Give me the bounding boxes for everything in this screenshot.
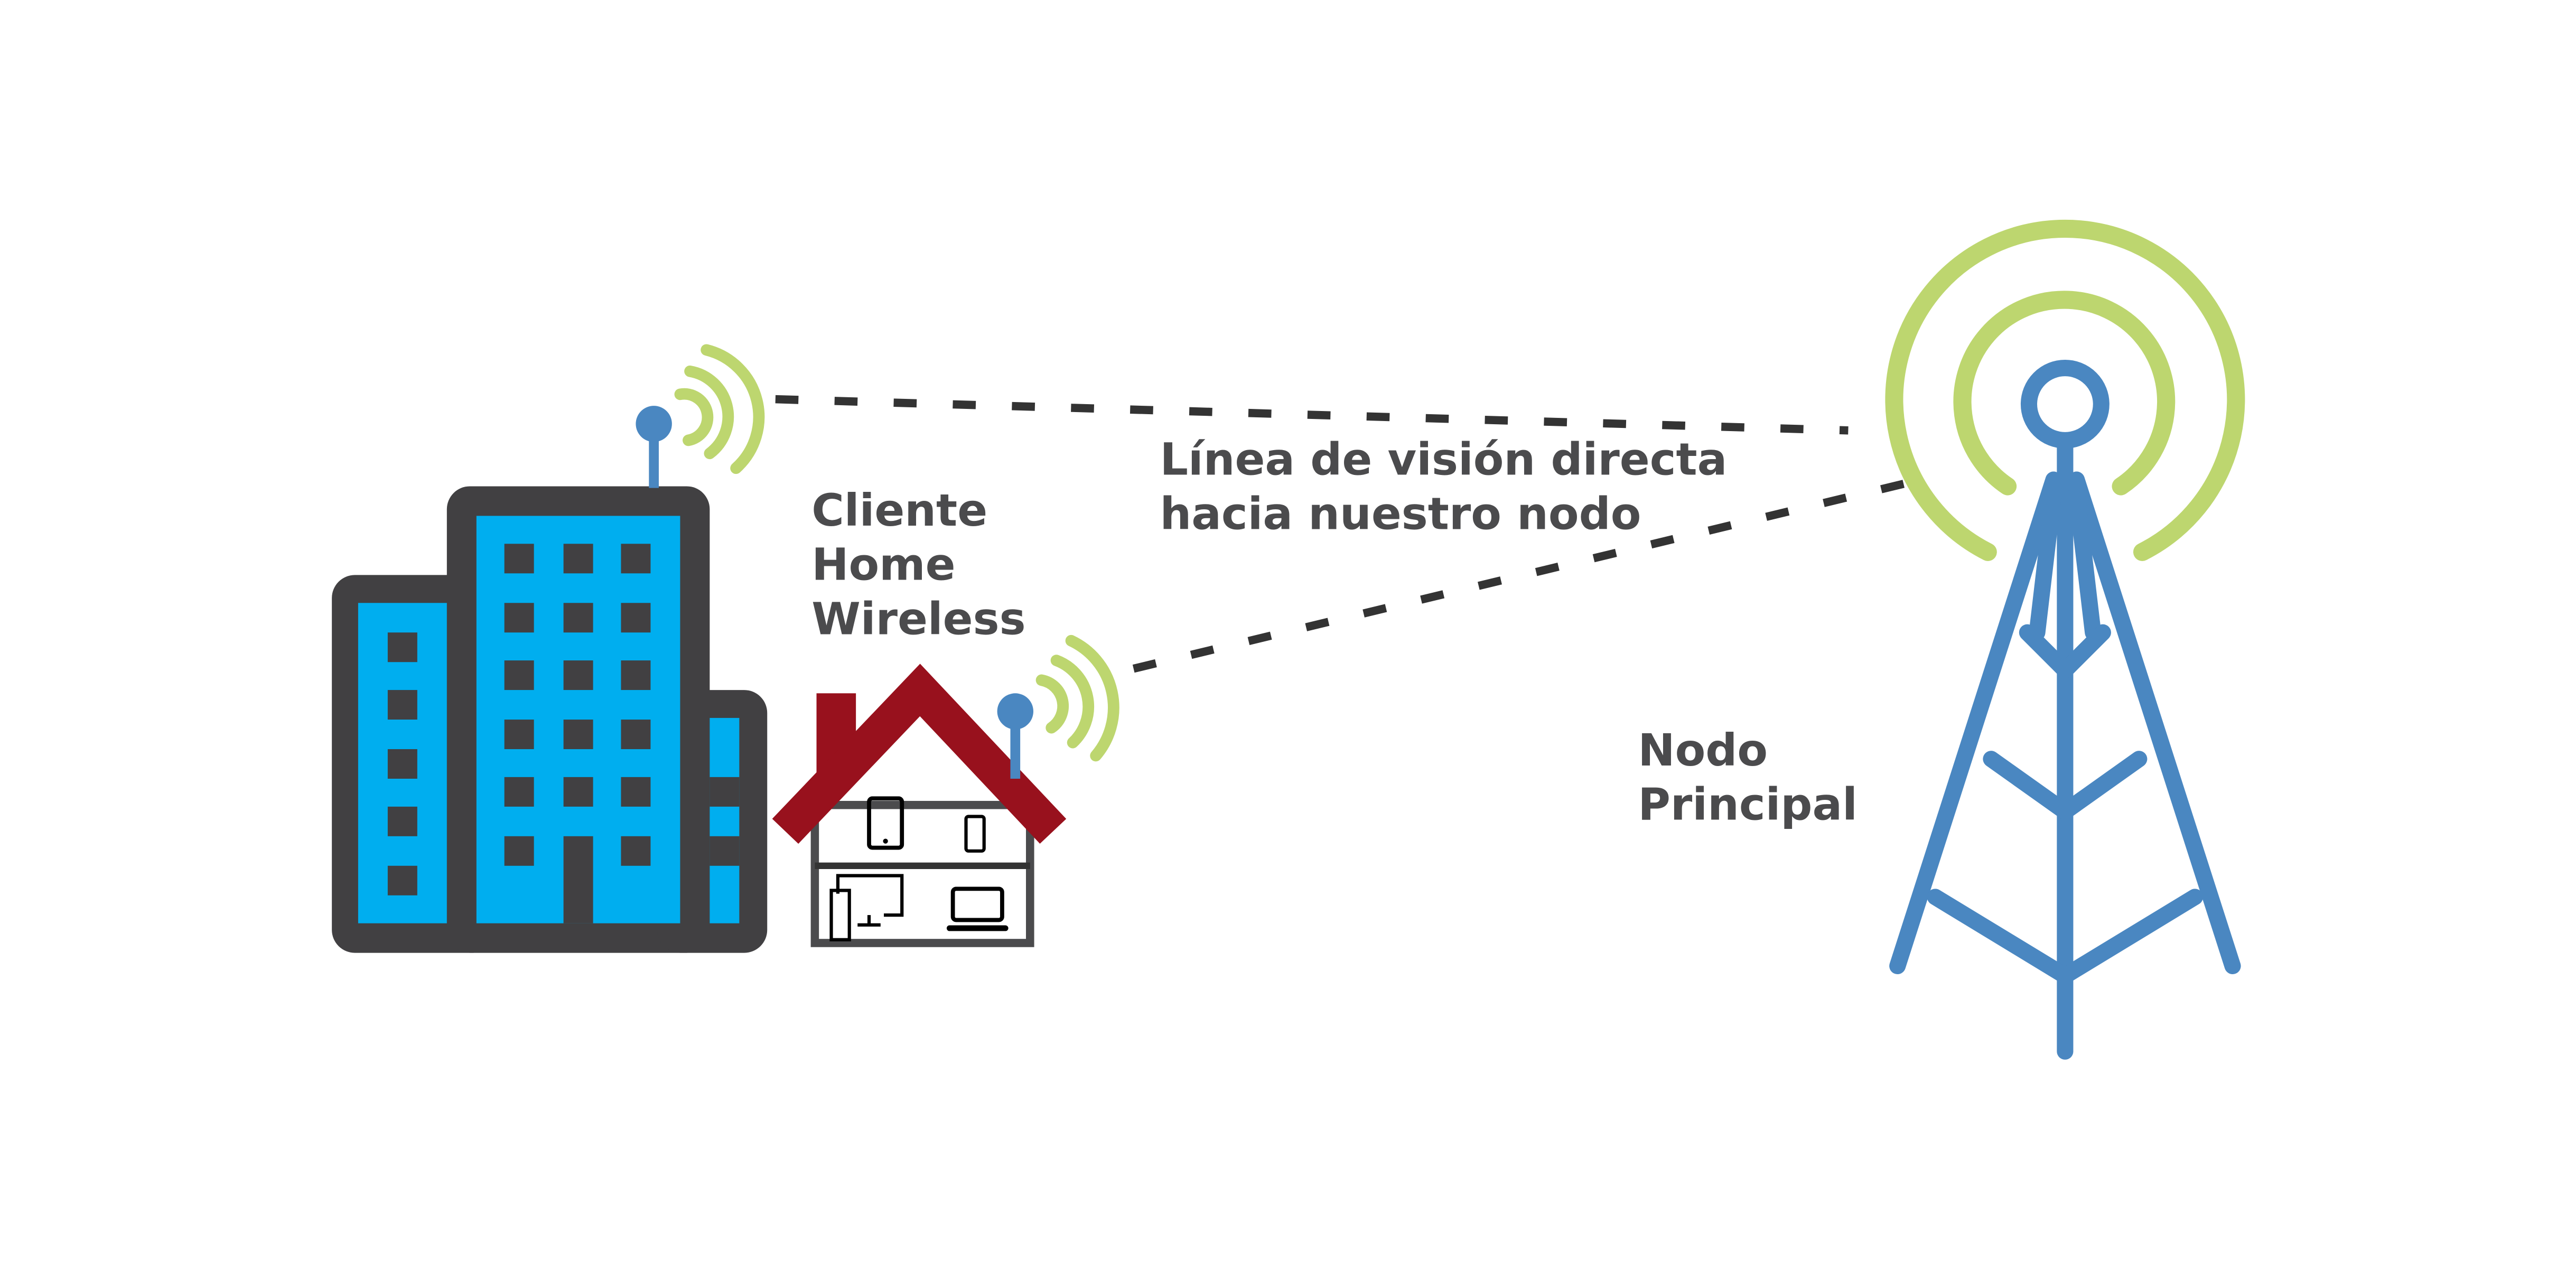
house-wifi-signal-icon (1035, 634, 1119, 762)
house-antenna-icon (997, 693, 1033, 779)
line-of-sight-label: Línea de visión directa hacia nuestro no… (1160, 434, 1727, 540)
building-wifi-signal-icon (674, 344, 765, 474)
smartphone-icon (964, 815, 986, 853)
client-label: Cliente Home Wireless (811, 484, 1025, 645)
main-node-label: Nodo Principal (1638, 724, 1858, 830)
cell-tower-icon (1889, 360, 2241, 1060)
house-icon (772, 664, 1067, 947)
client-label-line-3: Wireless (811, 593, 1025, 645)
house-link-dashed-line (1132, 477, 1915, 673)
main-node-label-line-1: Nodo (1638, 724, 1768, 776)
client-label-line-2: Home (811, 539, 955, 591)
line-of-sight-label-line-2: hacia nuestro nodo (1160, 488, 1641, 539)
tablet-icon (867, 796, 904, 850)
line-of-sight-label-line-1: Línea de visión directa (1160, 434, 1727, 486)
building-antenna-icon (636, 406, 672, 488)
apartment-building-icon (332, 486, 768, 953)
main-node-label-line-2: Principal (1638, 779, 1858, 830)
client-label-line-1: Cliente (811, 484, 987, 536)
building-link-dashed-line (775, 395, 1849, 435)
signal-rings-icon (1885, 219, 2245, 561)
laptop-icon (946, 886, 1009, 931)
line-of-sight-links (775, 395, 1915, 673)
tv-remote-icon (829, 874, 904, 941)
